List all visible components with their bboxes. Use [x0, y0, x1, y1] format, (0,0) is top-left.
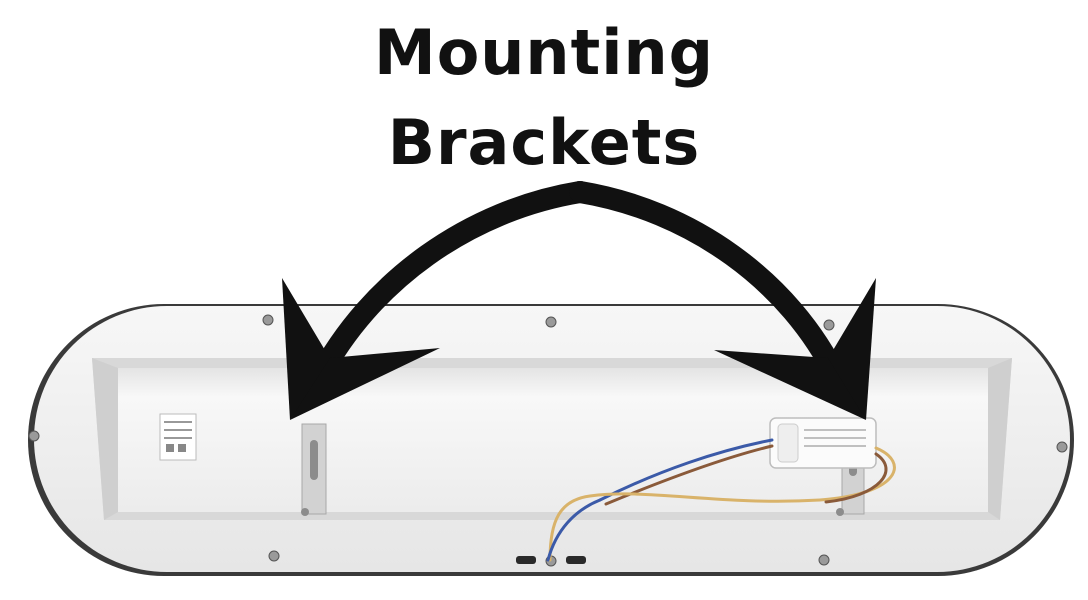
caption-line-1: Mounting: [374, 16, 714, 89]
screw: [262, 314, 274, 326]
mounting-bracket-left: [301, 423, 327, 516]
screw: [545, 316, 557, 328]
caption-line-2: Brackets: [387, 106, 701, 179]
rating-label: [159, 413, 197, 461]
bottom-slots: [516, 556, 586, 564]
curved-arrow-down-left-icon: [282, 181, 591, 420]
screw: [268, 550, 280, 562]
screw: [28, 430, 40, 442]
curved-arrow-down-right-icon: [569, 181, 876, 420]
led-driver-box: [769, 417, 877, 469]
screw: [818, 554, 830, 566]
screw: [1056, 441, 1068, 453]
screw: [823, 319, 835, 331]
wires: [546, 438, 896, 562]
